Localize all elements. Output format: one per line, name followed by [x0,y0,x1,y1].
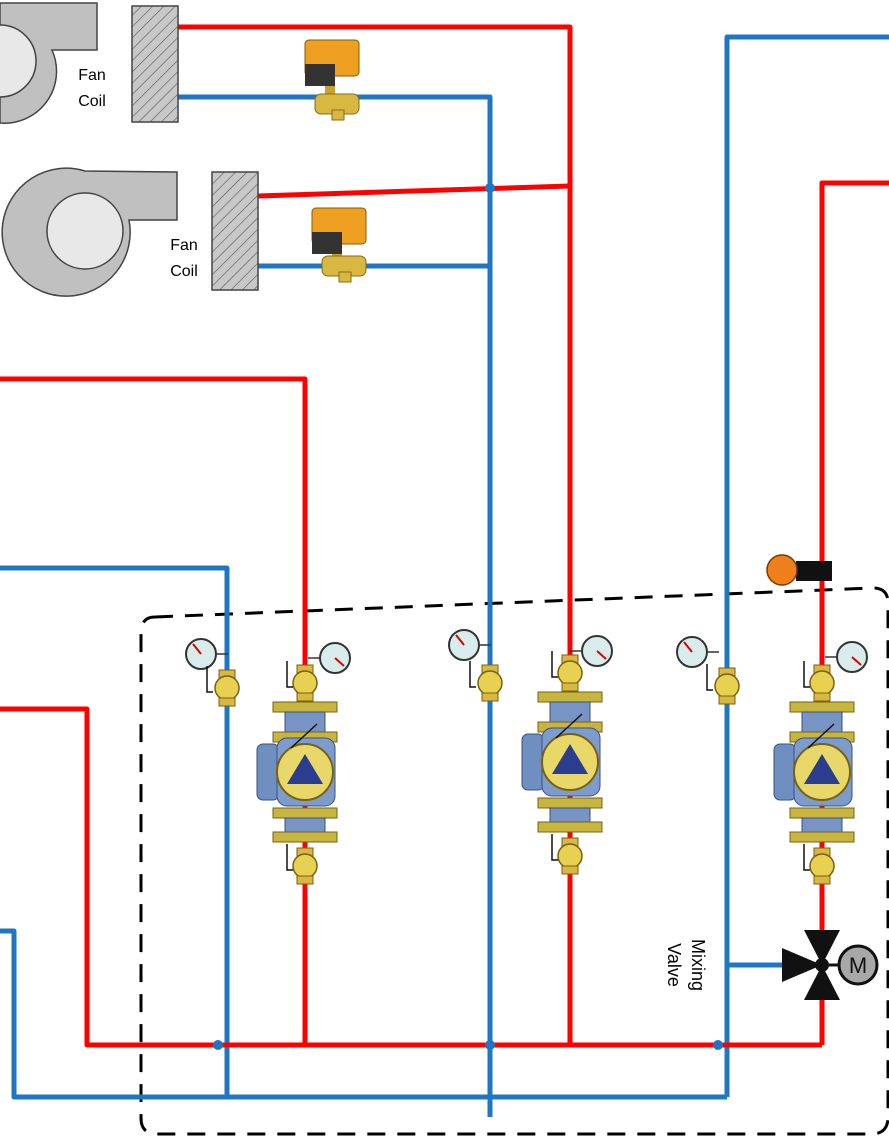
coil-icon [211,171,259,291]
pump-station-boundary [139,586,889,1136]
mixing-valve-label-line2: Valve [664,943,684,987]
pump-assembly-3 [773,661,855,885]
fan-coil-1-label-line2: Coil [78,93,106,110]
ball-valve-icon [206,666,240,707]
mixing-valve-icon [804,930,840,965]
mixing-valve: M Mixing Valve [664,930,879,1000]
pressure-gauges [185,629,868,674]
pump-assembly-1 [256,661,338,885]
ball-valve-icon [706,664,740,705]
gauge-icon [185,638,228,670]
pump-icon [521,713,601,797]
gauge-icon [570,635,613,667]
return-ball-valves [206,661,740,707]
mixing-valve-label-line1: Mixing [688,939,708,991]
ball-valve-icon [551,834,583,875]
pump-icon [773,723,853,807]
ball-valve-icon [803,661,835,702]
fan-coil-2: Fan Coil [1,167,259,297]
fan-coil-1-label-line1: Fan [78,67,106,84]
fan-icon [0,2,98,124]
motor-icon [837,944,879,986]
coil-icon [131,5,179,123]
sensor-icon [766,554,798,586]
ball-valve-icon [803,844,835,885]
ball-valve-icon [286,661,318,702]
gauge-icon [308,642,351,674]
pump-assembly-2 [521,651,603,875]
zone-valve-2 [311,207,367,283]
ball-valve-icon [469,661,503,702]
gauge-icon [676,636,719,668]
ball-valve-icon [551,651,583,692]
gauge-icon [825,641,868,673]
fan-coil-1: Fan Coil [0,2,179,124]
fan-coil-2-label-line2: Coil [170,263,198,280]
motor-label: M [849,953,867,978]
temperature-sensor [766,554,832,586]
gauge-icon [448,629,491,661]
return-pipes [0,34,889,1117]
pump-icon [256,723,336,807]
fan-coil-2-label-line1: Fan [170,237,198,254]
pipe-junctions [213,183,723,1050]
ball-valve-icon [286,844,318,885]
zone-valve-1 [304,39,360,121]
